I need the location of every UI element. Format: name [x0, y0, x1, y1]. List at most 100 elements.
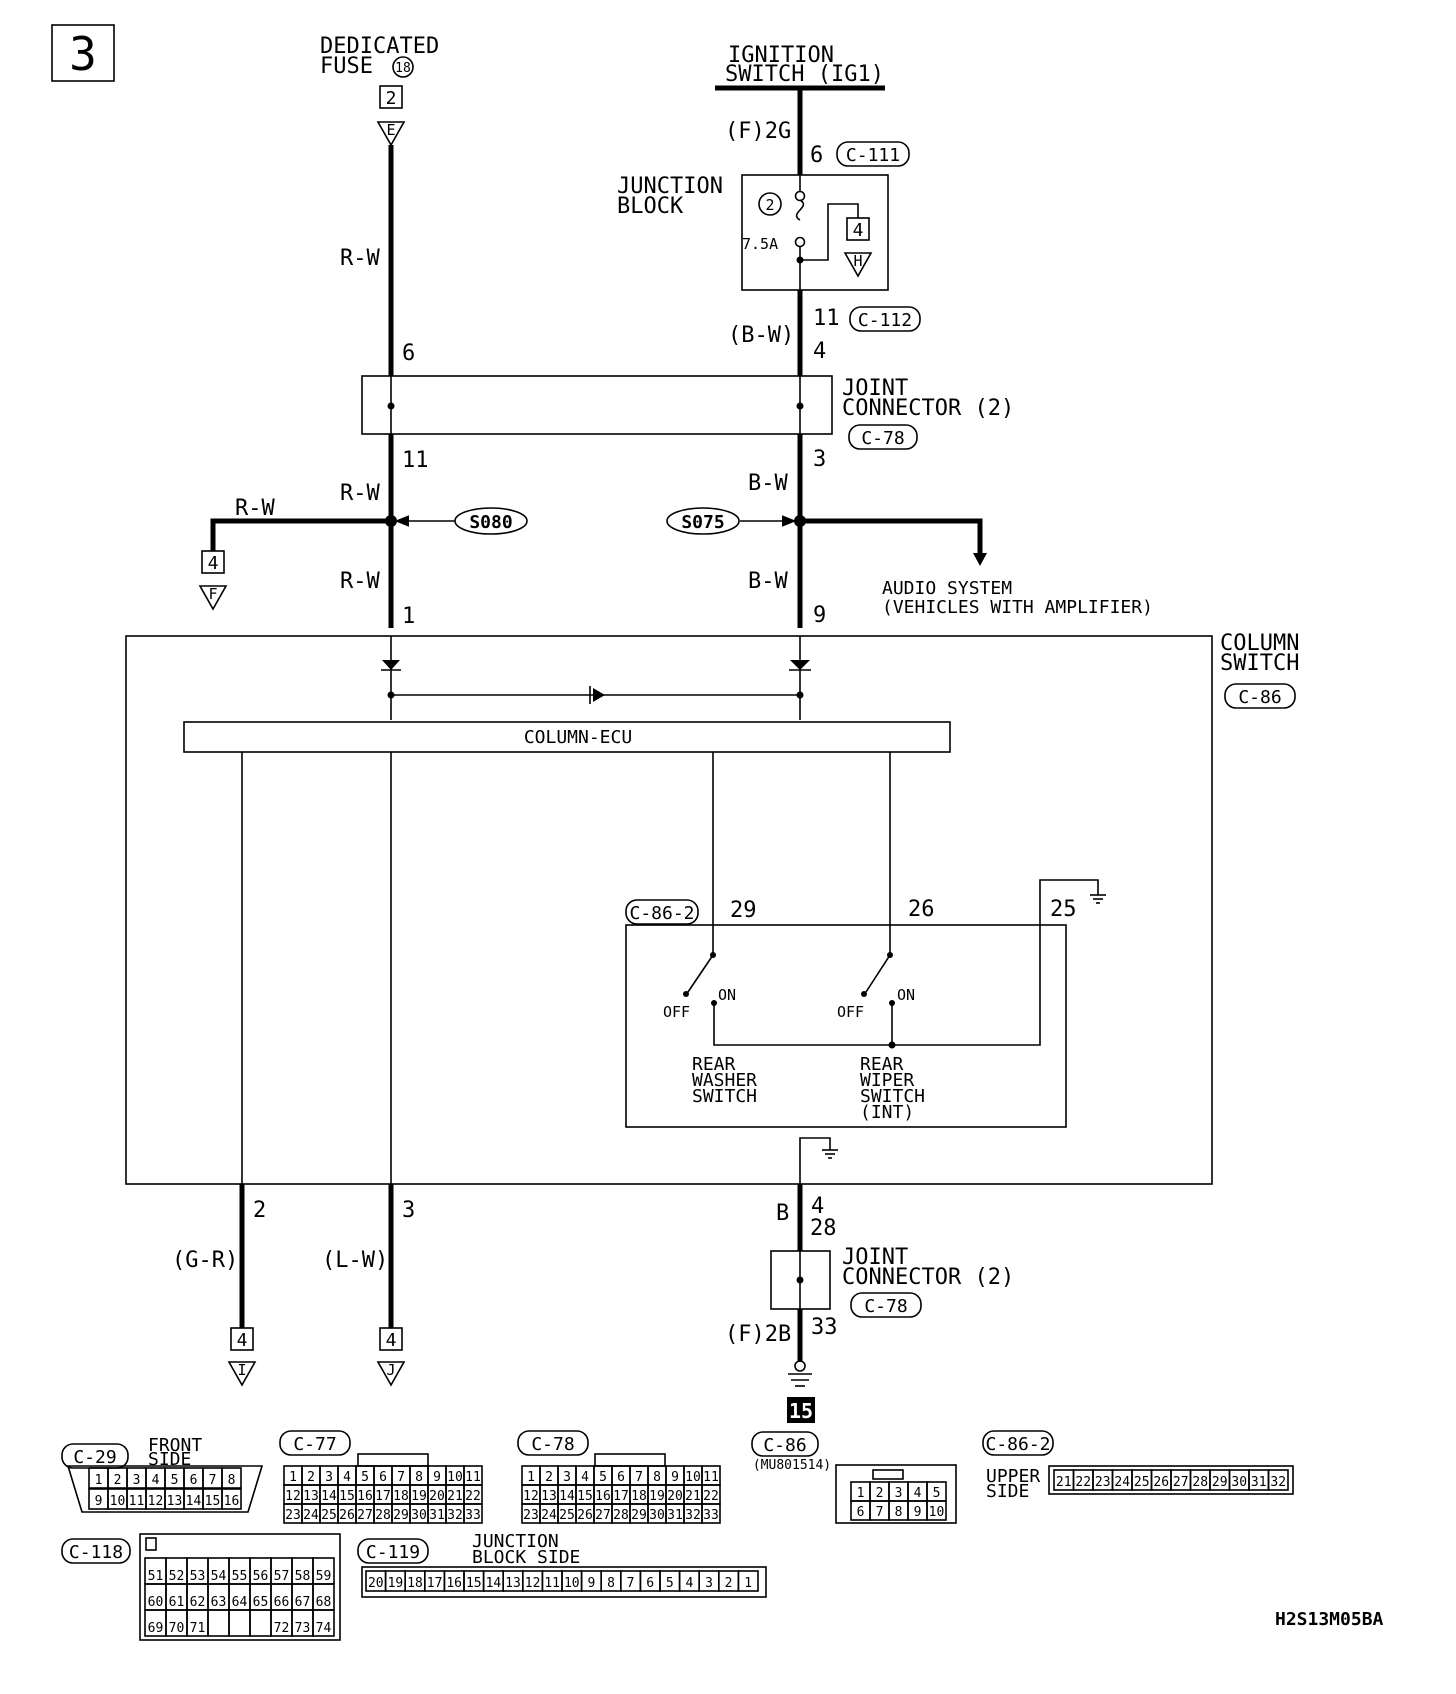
wiper-switch-blade: [865, 954, 891, 993]
c77-pin: 4: [343, 1470, 351, 1485]
connector-c78-top: C-78: [861, 428, 904, 449]
c86-part-number: (MU801514): [753, 1458, 831, 1473]
c118-cell: [312, 1609, 335, 1637]
c86-pin: 7: [876, 1505, 884, 1520]
c29-row1-cell: [221, 1467, 242, 1489]
bw-wire-label-mid: B-W: [748, 471, 788, 496]
c118-cell: [249, 1609, 272, 1637]
c77-pin: 11: [465, 1470, 481, 1485]
c77-pin: 17: [375, 1489, 391, 1504]
washer-label-1: REAR: [692, 1054, 736, 1075]
c77-pin: 9: [433, 1470, 441, 1485]
c118-cell: [228, 1609, 251, 1637]
gr-wire-label: (G-R): [172, 1248, 238, 1273]
gr-sheet-box: [230, 1327, 254, 1351]
c119-shell: [361, 1566, 767, 1598]
c77-pin: 31: [429, 1508, 445, 1523]
c119-pin: 6: [646, 1576, 654, 1591]
c77-pin: 29: [393, 1508, 409, 1523]
jc-left-out-pin: 11: [402, 448, 429, 473]
bw-wire-label-top: (B-W): [728, 323, 794, 348]
c77-pin: 14: [321, 1489, 337, 1504]
c118-cell: [207, 1609, 230, 1637]
dedicated-fuse-label-2: FUSE: [320, 54, 373, 79]
c77-pin: 12: [285, 1489, 301, 1504]
c86-pin: 2: [876, 1486, 884, 1501]
c119-pin: 16: [446, 1576, 462, 1591]
ignition-label-1: IGNITION: [728, 43, 834, 68]
c118-pin: 71: [190, 1621, 206, 1636]
ground-wire-label: B: [776, 1201, 789, 1226]
c119-pin: 10: [564, 1576, 580, 1591]
c119-pin: 18: [407, 1576, 423, 1591]
c86-2-side-1: UPPER: [986, 1466, 1040, 1487]
audio-system-label-2: (VEHICLES WITH AMPLIFIER): [882, 597, 1153, 618]
c86-2-pin: 22: [1075, 1475, 1091, 1490]
c29-row1-pin: 6: [190, 1473, 198, 1488]
c77-pin: 7: [397, 1470, 405, 1485]
connector-arrow-e: [376, 121, 406, 147]
c29-row2-pin: 16: [224, 1494, 240, 1509]
pin-25: 25: [1050, 897, 1077, 922]
junction-block-label-1: JUNCTION: [617, 174, 723, 199]
c119-pin: 2: [725, 1576, 733, 1591]
jb-sheet-box: [846, 217, 870, 241]
gr-sheet-ref: 4: [237, 1330, 248, 1351]
c86-2-shell: [1048, 1465, 1294, 1495]
ig1-connector-pin: (F)2G: [725, 119, 791, 144]
c29-row2-cell: [221, 1488, 242, 1510]
c86-pin: 9: [914, 1505, 922, 1520]
c119-pin: 3: [705, 1576, 713, 1591]
branch-sheet-ref: 4: [208, 553, 219, 574]
c78-pin: 13: [541, 1489, 557, 1504]
c77-pin: 32: [447, 1508, 463, 1523]
c118-pin: 58: [295, 1569, 311, 1584]
jc-bottom-label-1: JOINT: [842, 1245, 908, 1270]
c86-pin: 6: [857, 1505, 865, 1520]
rw-wire-label-top: R-W: [340, 246, 380, 271]
c29-row2-pin: 14: [186, 1494, 202, 1509]
c78-pin: 22: [703, 1489, 719, 1504]
fuse-number-circle: [392, 56, 414, 78]
c118-pin: 51: [148, 1569, 164, 1584]
cs-right-in-pin: 9: [813, 603, 826, 628]
c78-pin: 28: [613, 1508, 629, 1523]
c119-cell: [737, 1570, 759, 1592]
c77-pin: 19: [411, 1489, 427, 1504]
c119-pin: 1: [744, 1576, 752, 1591]
ground-number-box: [787, 1397, 815, 1423]
diode-cross: [593, 688, 605, 702]
c118-pin: 56: [253, 1569, 269, 1584]
c119-pin: 5: [666, 1576, 674, 1591]
c118-pin: 61: [169, 1595, 185, 1610]
c78-pin: 5: [599, 1470, 607, 1485]
jc-left-in-pin: 6: [402, 341, 415, 366]
c78-pin: 27: [595, 1508, 611, 1523]
c119-side-1: JUNCTION: [472, 1531, 559, 1552]
c29-row1-pin: 4: [152, 1473, 160, 1488]
c118-pin: 54: [211, 1569, 227, 1584]
connector-c111-badge: [836, 141, 910, 167]
c119-pin: 8: [607, 1576, 615, 1591]
jc-right-out-pin: 3: [813, 447, 826, 472]
c78-pin: 16: [595, 1489, 611, 1504]
connector-arrow-f: [198, 585, 228, 611]
c77-cell: [463, 1503, 483, 1524]
c86-pin: 4: [914, 1486, 922, 1501]
connector-arrow-h: [843, 252, 873, 278]
c118-pin: 66: [274, 1595, 290, 1610]
c118-pin: 57: [274, 1569, 290, 1584]
c29-row1-pin: 3: [133, 1473, 141, 1488]
jb-sheet-ref: 4: [853, 220, 864, 241]
connector-c119-label: C-119: [366, 1542, 420, 1563]
gr-pin: 2: [253, 1198, 266, 1223]
c78-pin: 14: [559, 1489, 575, 1504]
wiper-label-4: (INT): [860, 1102, 914, 1123]
column-switch-label-1: COLUMN: [1220, 631, 1299, 656]
c118-pin: 74: [316, 1621, 332, 1636]
connector-c111: C-111: [846, 145, 900, 166]
connector-c78-label: C-78: [531, 1434, 574, 1455]
c86-pin: 3: [895, 1486, 903, 1501]
rw-branch-wire: [210, 518, 391, 551]
